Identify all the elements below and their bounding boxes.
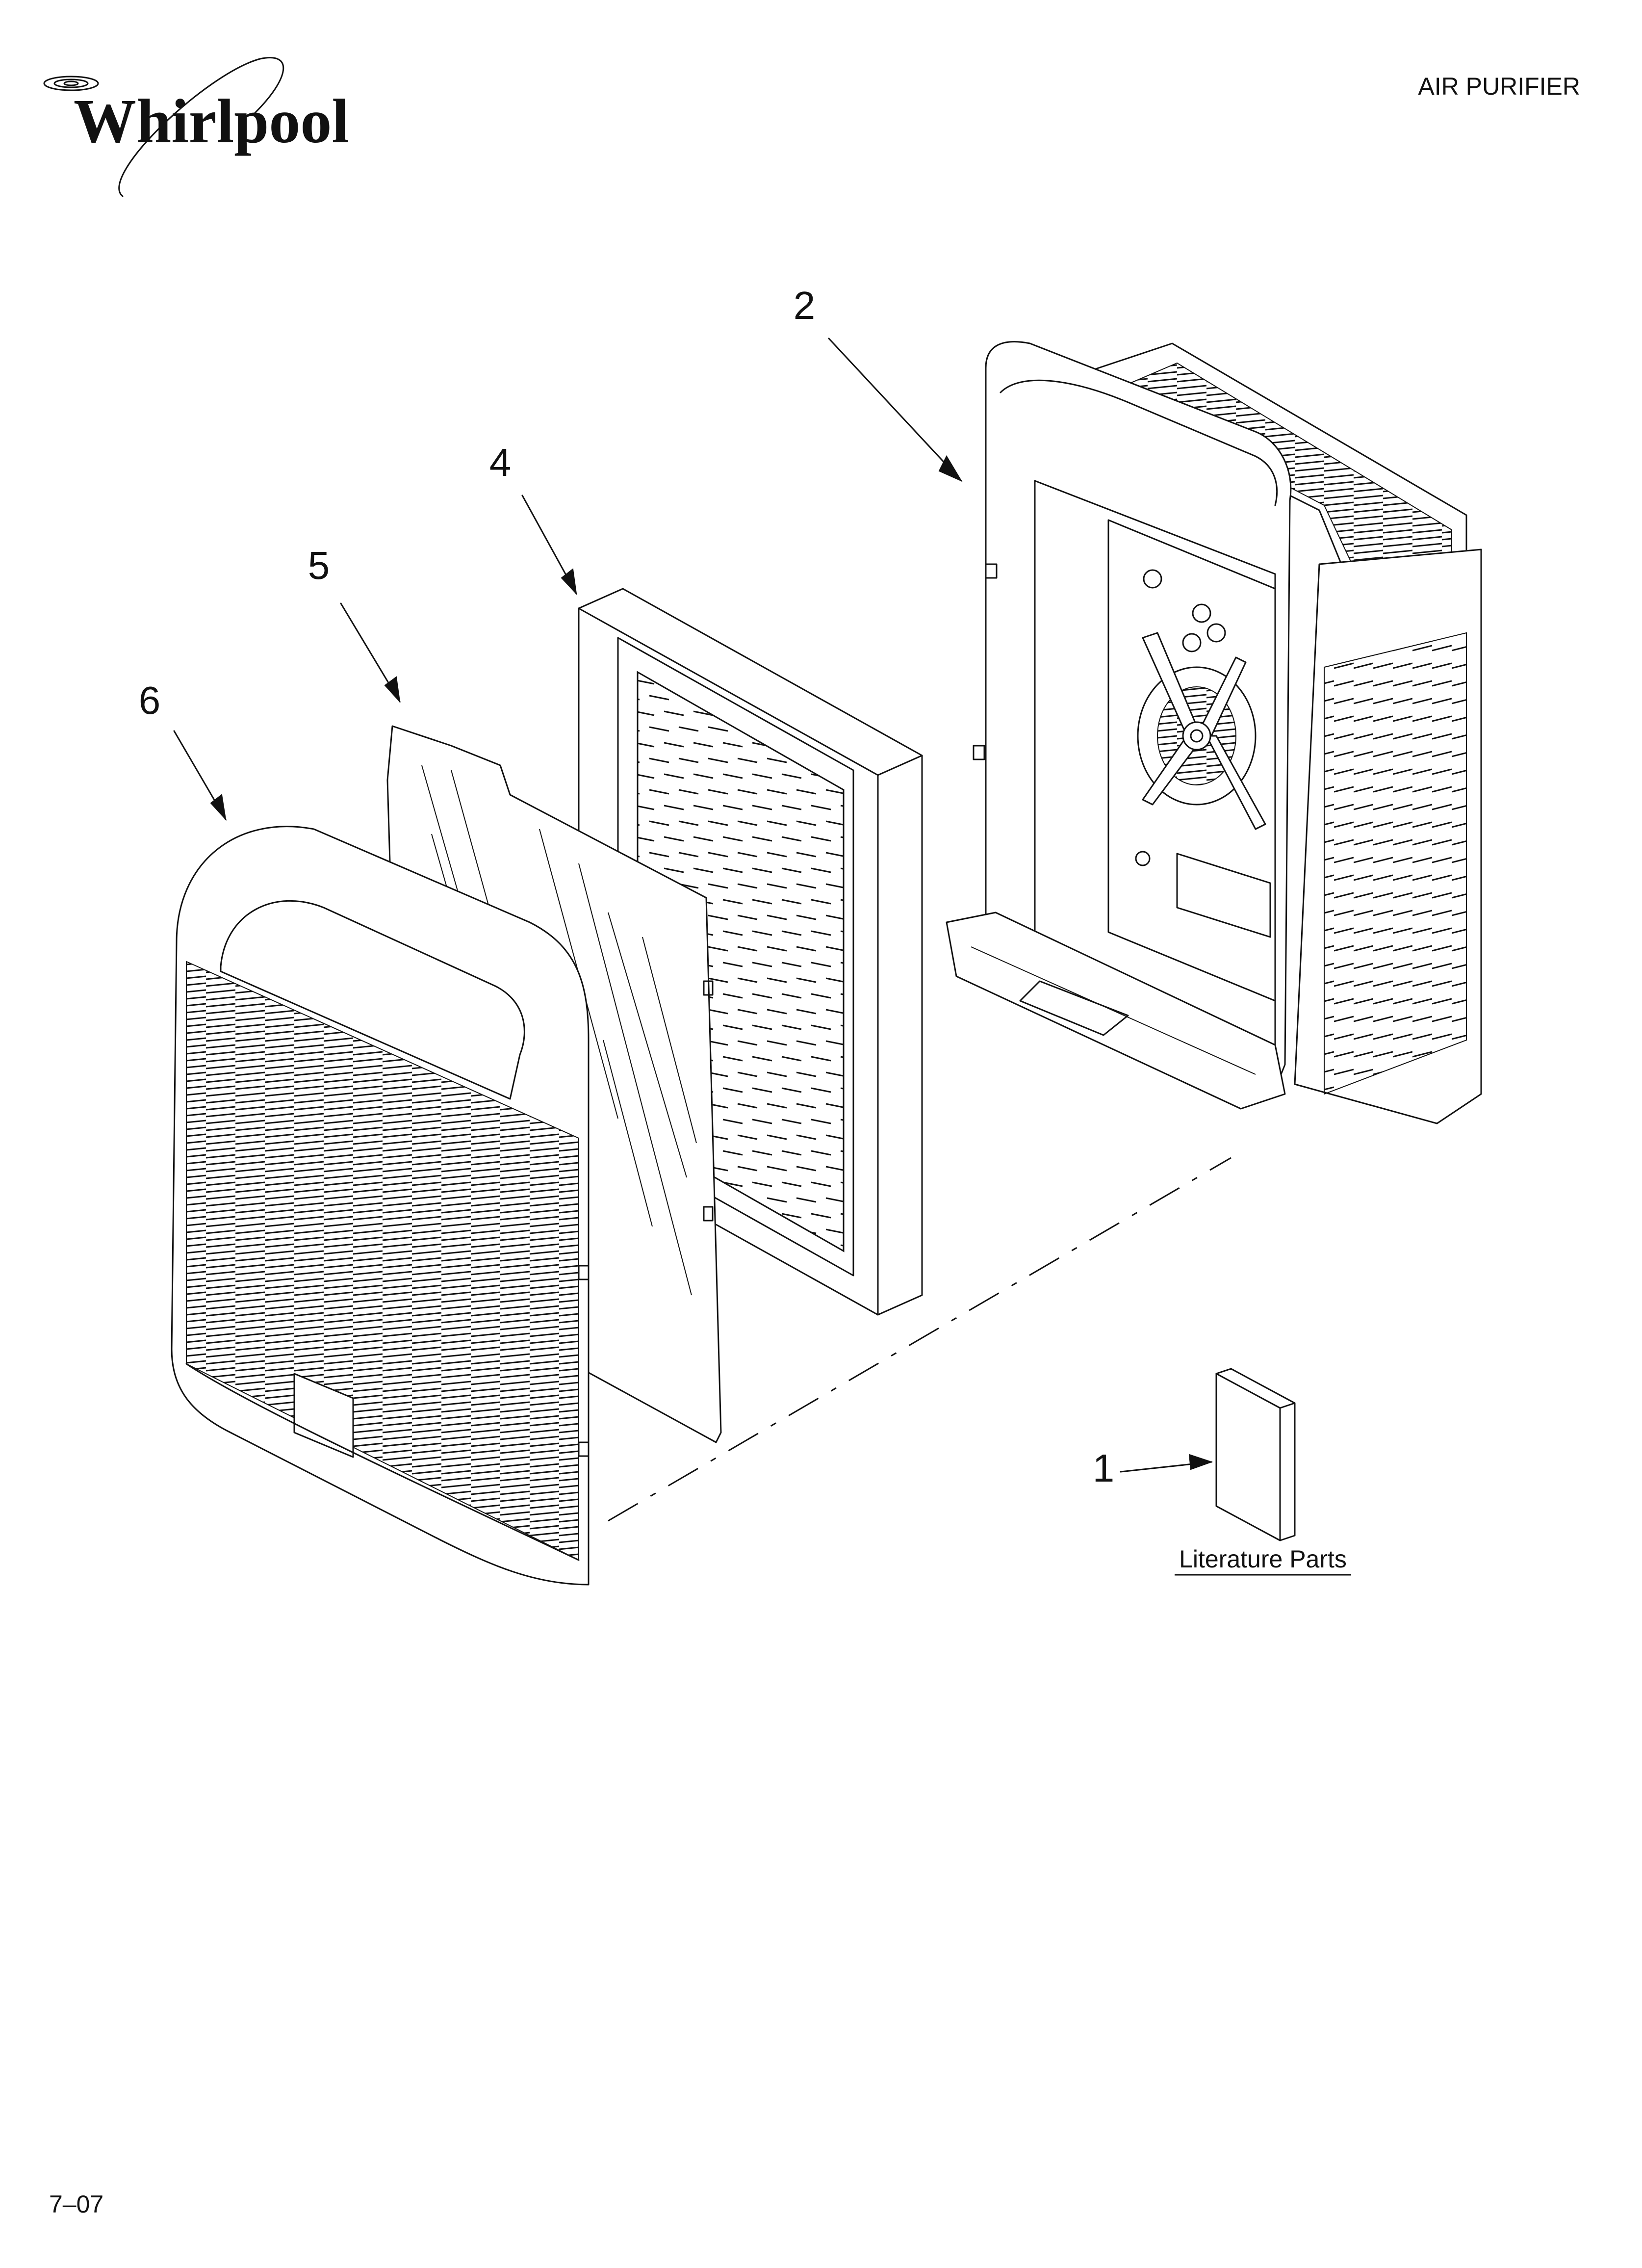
brand-logo-text: Whirlpool (74, 86, 349, 156)
product-title: AIR PURIFIER (1418, 73, 1580, 100)
footer-code: 7–07 (49, 2190, 103, 2218)
part-6-front-grille (171, 826, 590, 1586)
callout-5: 5 (308, 544, 330, 587)
callout-4: 4 (489, 441, 512, 484)
part-1-literature (1215, 1368, 1296, 1541)
literature-parts-label: Literature Parts (1179, 1545, 1347, 1573)
whirlpool-logo: Whirlpool (43, 57, 349, 197)
callout-1: 1 (1093, 1446, 1115, 1490)
assembly-dashed-line (608, 1157, 1232, 1522)
callout-6: 6 (139, 678, 161, 722)
leader-arrows (173, 338, 1213, 1473)
callout-2: 2 (794, 284, 816, 327)
part-2-housing (946, 341, 1482, 1124)
